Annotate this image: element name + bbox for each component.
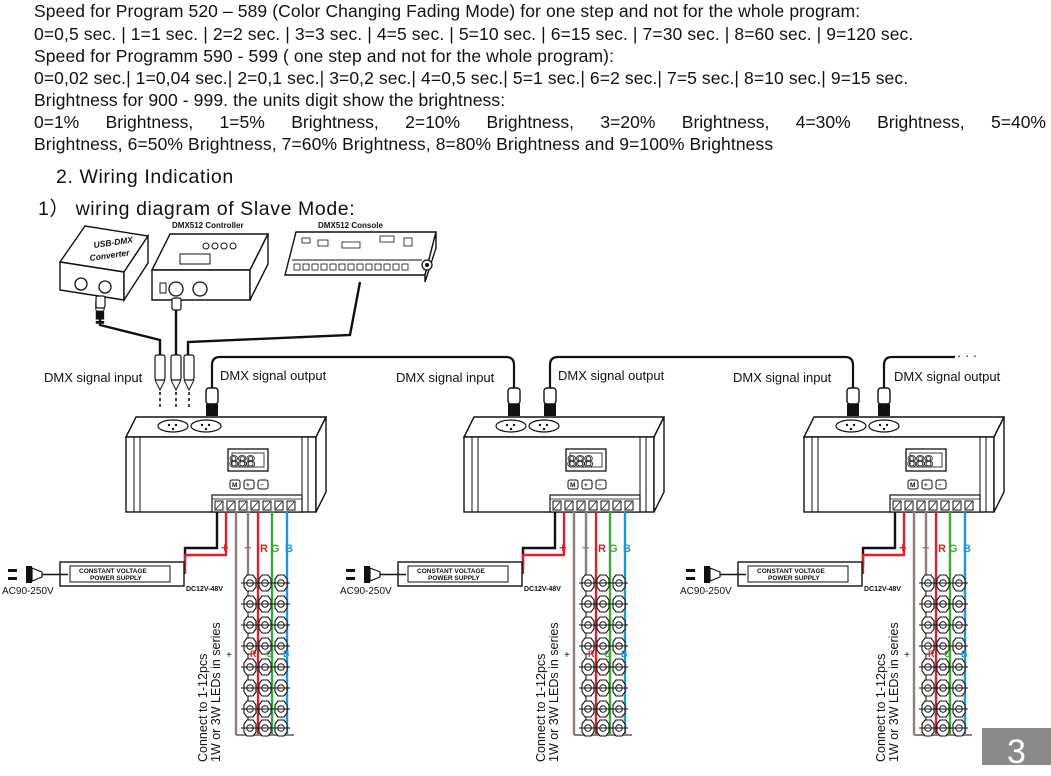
b-label: B [963,543,971,555]
display-digits-2: 888 [567,452,593,471]
g-led-label: G [944,649,951,659]
mode-button-2: M [570,482,575,489]
speed-fading-values: 0=0,5 sec. | 1=1 sec. | 2=2 sec. | 3=3 s… [34,24,914,44]
minus-button-3: − [938,482,942,489]
minus-label: - [889,539,894,555]
b-label: B [285,543,293,555]
brightness-values-1: 0=1% Brightness, 1=5% Brightness, 2=10% … [34,112,1046,132]
psu-label-2: POWER SUPPLY [90,575,142,582]
display-digits-3: 888 [907,452,933,471]
brightness-values-2: Brightness, 6=50% Brightness, 7=60% Brig… [34,134,774,154]
led-note-line1: Connect to 1-12pcs [874,654,888,762]
g-label: G [271,543,280,555]
r-label: R [598,543,606,555]
plus-led-label: + [564,650,570,661]
plus-led-label: + [226,650,232,661]
dmx-input-label-2: DMX signal input [396,370,495,385]
mode-button-1: M [232,482,237,489]
plus-label-brown: + [582,540,590,555]
plus-label-brown: + [922,540,930,555]
minus-label: - [549,539,554,555]
minus-button-2: − [598,482,602,489]
plus-led-label: + [904,650,910,661]
page-number: 3 [1007,733,1026,771]
r-led-label: R [588,649,595,659]
r-led-label: R [928,649,935,659]
mode-button-3: M [910,482,915,489]
dc-voltage-label: DC12V-48V [864,586,901,593]
decoder-unit-3: 888 M + − [803,416,1005,513]
g-led-label: G [266,649,273,659]
decoder-unit-1: 888 M + − [125,416,327,513]
g-label: G [949,543,958,555]
dmx-output-label-3: DMX signal output [894,369,1001,384]
usb-dmx-converter: USB-DMX Converter [58,225,150,303]
dmx-input-label-3: DMX signal input [733,370,832,385]
section-heading: 2. Wiring Indication [56,166,234,188]
dmx512-controller: DMX512 Controller [150,221,270,301]
g-led-label: G [604,649,611,659]
b-led-label: B [961,649,968,659]
plus-label-red: + [221,540,229,555]
psu-label-1: CONSTANT VOLTAGE [79,568,148,575]
ac-voltage-label: AC90-250V [680,586,732,597]
r-label: R [260,543,268,555]
input-connectors [154,354,195,410]
led-note-line2: 1W or 3W LEDs in series [209,622,223,762]
ac-voltage-label: AC90-250V [340,586,392,597]
led-note-line2: 1W or 3W LEDs in series [547,622,561,762]
dmx-output-label-1: DMX signal output [220,368,327,383]
dmx-chain-cable [210,355,955,390]
chain-ellipsis: · · · [957,348,977,363]
r-label: R [938,543,946,555]
decoder-unit-2: 888 M + − [463,416,665,513]
led-note-line1: Connect to 1-12pcs [534,654,548,762]
psu-label-1: CONSTANT VOLTAGE [757,568,826,575]
b-led-label: B [283,649,290,659]
plus-label-red: + [559,540,567,555]
b-label: B [623,543,631,555]
psu-label-1: CONSTANT VOLTAGE [417,568,486,575]
plus-button-1: + [246,482,250,489]
console-title: DMX512 Console [318,221,383,230]
minus-label: - [211,539,216,555]
r-led-label: R [250,649,257,659]
mains-plug-icon [7,565,69,584]
psu-label-2: POWER SUPPLY [768,575,820,582]
page-number-box [982,728,1051,765]
controller-title: DMX512 Controller [172,221,244,230]
plus-label-brown: + [244,540,252,555]
speed-program-heading: Speed for Programm 590 - 599 ( one step … [34,46,615,66]
minus-button-1: − [260,482,264,489]
speed-fading-heading: Speed for Program 520 – 589 (Color Chang… [34,1,861,21]
psu-label-2: POWER SUPPLY [428,575,480,582]
mains-plug-icon [685,565,747,584]
led-note-line1: Connect to 1-12pcs [196,654,210,762]
speed-program-values: 0=0,02 sec.| 1=0,04 sec.| 2=0,1 sec.| 3=… [34,68,909,88]
led-note-line2: 1W or 3W LEDs in series [887,622,901,762]
plus-label-red: + [899,540,907,555]
dc-voltage-label: DC12V-48V [186,586,223,593]
ac-voltage-label: AC90-250V [2,586,54,597]
b-led-label: B [621,649,628,659]
mains-plug-icon [345,565,407,584]
brightness-heading: Brightness for 900 - 999. the units digi… [34,90,506,110]
top-device-plugs [95,295,182,325]
dmx-output-label-2: DMX signal output [558,368,665,383]
dc-voltage-label: DC12V-48V [524,586,561,593]
plus-button-3: + [924,482,928,489]
sub-heading: 1） wiring diagram of Slave Mode: [38,198,356,220]
dmx512-console: DMX512 Console [284,221,437,283]
dmx-input-label-1: DMX signal input [44,370,143,385]
plus-button-2: + [584,482,588,489]
display-digits-1: 888 [229,452,255,471]
g-label: G [609,543,618,555]
